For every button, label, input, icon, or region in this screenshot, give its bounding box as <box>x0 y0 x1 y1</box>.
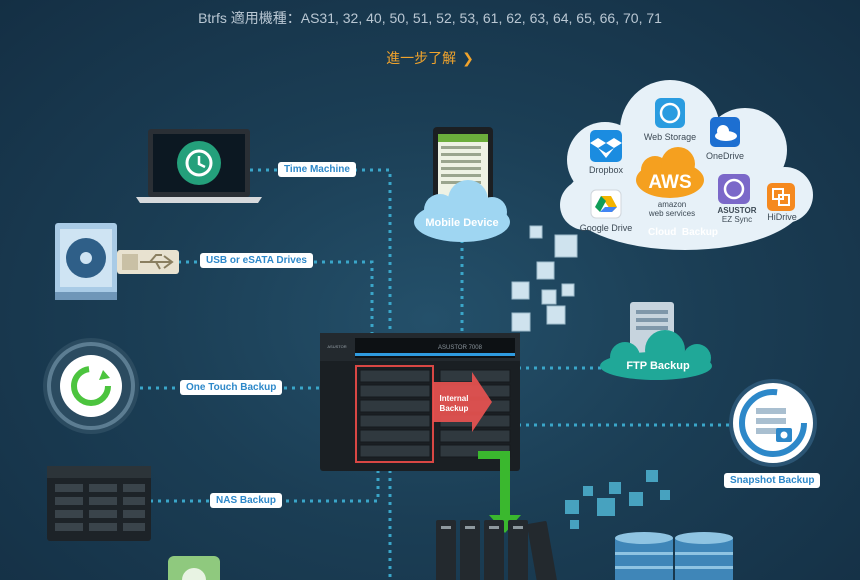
learn-more-label: 進一步了解 <box>386 50 457 66</box>
time-machine-label: Time Machine <box>278 162 356 177</box>
hidrive-icon <box>767 183 795 211</box>
ftp-cloud-shape <box>600 330 712 380</box>
usb-plug-icon <box>117 250 179 274</box>
onedrive-label: OneDrive <box>706 151 744 161</box>
database-icon <box>615 532 733 580</box>
google-drive-icon <box>590 189 622 219</box>
aws-icon <box>636 147 704 198</box>
mobile-device-label: Mobile Device <box>425 217 498 229</box>
asustor-label-line2: EZ Sync <box>722 215 752 224</box>
history-clock-icon <box>185 149 213 177</box>
web-storage-label: Web Storage <box>644 132 696 142</box>
onedrive-icon <box>710 117 740 147</box>
down-arrow-icon <box>478 451 521 533</box>
laptop-icon <box>136 129 262 203</box>
asustor-label-line1: ASUSTOR <box>718 206 757 215</box>
usb-esata-label: USB or eSATA Drives <box>200 253 313 268</box>
internal-backup-arrow <box>433 372 492 432</box>
nas-small-icon <box>47 466 151 541</box>
aws-label-line1: amazon <box>658 200 686 209</box>
snapshot-backup-label: Snapshot Backup <box>724 473 821 488</box>
ftp-backup-label: FTP Backup <box>626 360 690 372</box>
aws-label-line2: web services <box>648 209 695 218</box>
data-particles <box>565 470 670 529</box>
dropbox-icon <box>590 130 622 162</box>
nas-backup-label: NAS Backup <box>210 493 283 508</box>
one-touch-backup-label: One Touch Backup <box>180 380 283 395</box>
app-tile-icon <box>168 556 220 580</box>
internal-backup-label-1: Internal <box>440 394 469 403</box>
aws-logo-text: AWS <box>648 172 691 193</box>
nas-model-text: ASUSTOR 7008 <box>438 345 483 351</box>
web-storage-icon <box>655 98 685 128</box>
data-cubes-icon <box>511 225 578 332</box>
google-drive-label: Google Drive <box>580 223 633 233</box>
snapshot-icon <box>729 379 817 467</box>
cloud-backup-title: Cloud Backup <box>648 227 718 238</box>
hidrive-label: HiDrive <box>767 212 797 222</box>
btrfs-models-text: Btrfs 適用機種：AS31, 32, 40, 50, 51, 52, 53,… <box>198 10 662 26</box>
learn-more-link[interactable]: 進一步了解 ❯ <box>0 48 860 68</box>
nas-brand-text: ASUSTOR <box>327 344 346 349</box>
dropbox-label: Dropbox <box>589 165 624 175</box>
external-drive-icon <box>55 223 117 300</box>
one-touch-backup-icon <box>43 338 139 434</box>
mobile-cloud-shape <box>414 180 510 242</box>
ez-sync-icon <box>718 174 750 204</box>
internal-backup-label-2: Backup <box>440 404 469 413</box>
chevron-right-icon: ❯ <box>462 50 474 66</box>
hard-drives-icon <box>436 520 557 580</box>
